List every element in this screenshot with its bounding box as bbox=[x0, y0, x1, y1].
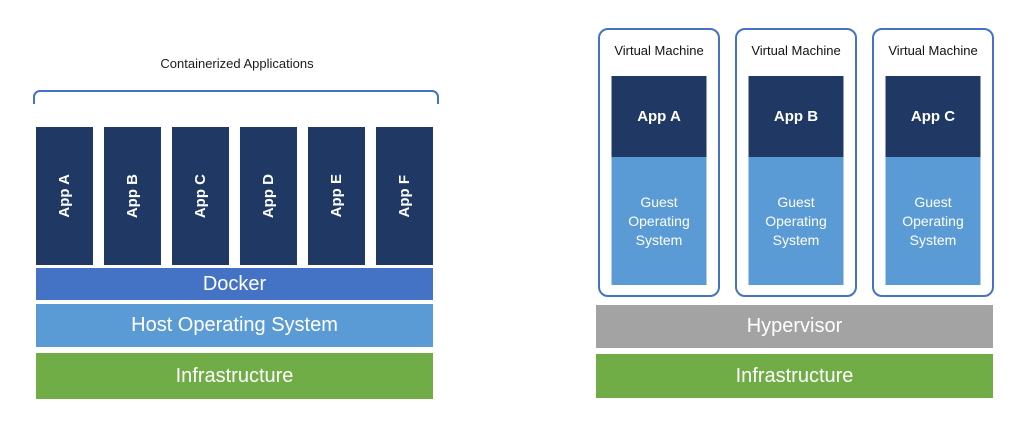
virtual-machine-title: Virtual Machine bbox=[614, 43, 704, 58]
virtual-machines-row: Virtual Machine App A Guest Operating Sy… bbox=[598, 28, 994, 297]
container-app-block: App F bbox=[376, 127, 433, 265]
infrastructure-label-right: Infrastructure bbox=[735, 364, 854, 387]
infrastructure-layer-right: Infrastructure bbox=[596, 354, 993, 398]
docker-layer-label: Docker bbox=[202, 272, 267, 295]
guest-os-label: Guest Operating System bbox=[902, 193, 964, 248]
container-app-block: App E bbox=[308, 127, 365, 265]
guest-os-block: Guest Operating System bbox=[885, 157, 981, 285]
infrastructure-layer-left: Infrastructure bbox=[36, 353, 433, 399]
containerized-apps-bracket bbox=[33, 90, 439, 104]
guest-os-block: Guest Operating System bbox=[748, 157, 844, 285]
infrastructure-label-left: Infrastructure bbox=[175, 364, 294, 387]
container-app-block: App C bbox=[172, 127, 229, 265]
guest-os-label: Guest Operating System bbox=[628, 193, 690, 248]
guest-os-label: Guest Operating System bbox=[765, 193, 827, 248]
vm-app-block: App C bbox=[885, 76, 981, 157]
container-app-label: App D bbox=[260, 173, 277, 219]
virtual-machine-title: Virtual Machine bbox=[751, 43, 841, 58]
virtual-machine-box: Virtual Machine App C Guest Operating Sy… bbox=[872, 28, 994, 297]
virtual-machine-title: Virtual Machine bbox=[888, 43, 978, 58]
container-app-label: App B bbox=[124, 173, 141, 219]
container-app-label: App A bbox=[56, 174, 73, 218]
guest-os-block: Guest Operating System bbox=[611, 157, 707, 285]
hypervisor-layer: Hypervisor bbox=[596, 305, 993, 348]
host-operating-system-layer: Host Operating System bbox=[36, 304, 433, 347]
container-app-block: App D bbox=[240, 127, 297, 265]
containerized-applications-title: Containerized Applications bbox=[160, 56, 314, 71]
container-app-label: App E bbox=[328, 174, 345, 218]
vm-app-label: App B bbox=[773, 108, 819, 125]
container-app-block: App B bbox=[104, 127, 161, 265]
container-apps-row: App A App B App C App D App E App F bbox=[36, 127, 433, 265]
docker-layer: Docker bbox=[36, 268, 433, 300]
container-app-block: App A bbox=[36, 127, 93, 265]
hypervisor-label: Hypervisor bbox=[746, 315, 843, 337]
vm-app-label: App C bbox=[910, 108, 956, 125]
container-app-label: App C bbox=[192, 173, 209, 219]
vm-app-label: App A bbox=[637, 108, 681, 125]
container-app-label: App F bbox=[396, 174, 413, 218]
virtual-machine-box: Virtual Machine App A Guest Operating Sy… bbox=[598, 28, 720, 297]
vm-app-block: App B bbox=[748, 76, 844, 157]
host-operating-system-label: Host Operating System bbox=[131, 314, 338, 336]
virtual-machine-box: Virtual Machine App B Guest Operating Sy… bbox=[735, 28, 857, 297]
vm-app-block: App A bbox=[611, 76, 707, 157]
